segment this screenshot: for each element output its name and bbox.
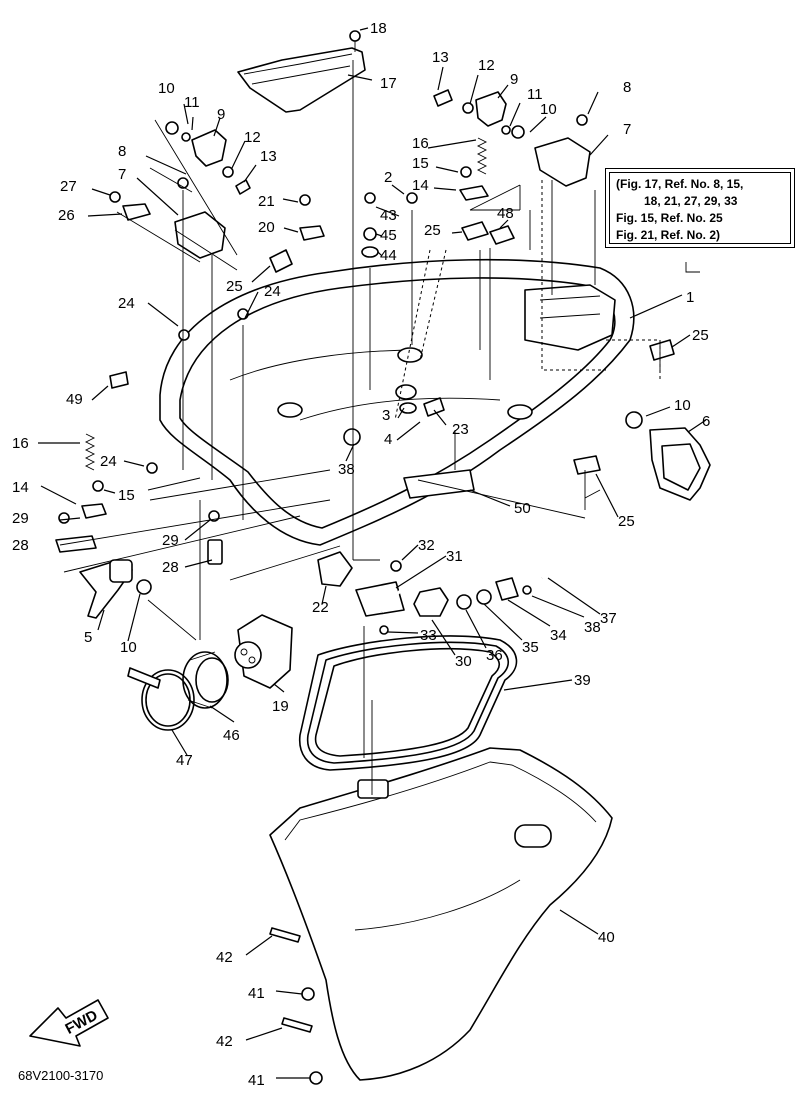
lever-part xyxy=(79,559,133,619)
callout-8: 8 xyxy=(118,143,126,160)
note-line: (Fig. 17, Ref. No. 8, 15, xyxy=(616,177,744,191)
callout-14: 14 xyxy=(12,479,29,496)
note-line: 18, 21, 27, 29, 33 xyxy=(644,194,738,208)
callout-8: 8 xyxy=(623,79,631,96)
callout-11: 11 xyxy=(527,86,543,103)
callout-46: 46 xyxy=(223,727,240,744)
callout-18: 18 xyxy=(370,20,387,37)
callout-24: 24 xyxy=(100,453,117,470)
callout-40: 40 xyxy=(598,929,615,946)
callout-3: 3 xyxy=(382,407,390,424)
callout-12: 12 xyxy=(478,57,495,74)
callout-10: 10 xyxy=(120,639,137,656)
callout-42: 42 xyxy=(216,1033,233,1050)
callout-22: 22 xyxy=(312,599,329,616)
callout-13: 13 xyxy=(260,148,277,165)
callout-48: 48 xyxy=(497,205,514,222)
callout-19: 19 xyxy=(272,698,289,715)
callout-30: 30 xyxy=(455,653,472,670)
hose-clamp-part xyxy=(127,667,195,731)
callout-15: 15 xyxy=(412,155,429,172)
callout-33: 33 xyxy=(420,627,437,644)
callout-31: 31 xyxy=(446,548,463,565)
callout-41: 41 xyxy=(248,985,265,1002)
callout-25: 25 xyxy=(692,327,709,344)
callout-14: 14 xyxy=(412,177,429,194)
forward-arrow-icon: FWD xyxy=(29,999,109,1047)
callout-12: 12 xyxy=(244,129,261,146)
callout-41: 41 xyxy=(248,1072,265,1089)
rubber-seal-part xyxy=(298,635,518,771)
small-hardware-parts xyxy=(55,89,675,1085)
callout-27: 27 xyxy=(60,178,77,195)
bracket-part xyxy=(649,427,711,501)
callout-37: 37 xyxy=(600,610,617,627)
bottom-cowling-part xyxy=(159,258,635,546)
callout-labels: 18 17 13 12 9 11 10 8 7 10 11 9 12 13 8 … xyxy=(12,20,710,1089)
callout-25: 25 xyxy=(618,513,635,530)
callout-28: 28 xyxy=(162,559,179,576)
callout-21: 21 xyxy=(258,193,275,210)
callout-15: 15 xyxy=(118,487,135,504)
callout-38: 38 xyxy=(338,461,355,478)
callout-25: 25 xyxy=(226,278,243,295)
callout-2: 2 xyxy=(384,169,392,186)
callout-44: 44 xyxy=(380,247,397,264)
callout-10: 10 xyxy=(158,80,175,97)
remote-control-box-part xyxy=(234,614,293,689)
callout-49: 49 xyxy=(66,391,83,408)
callout-29: 29 xyxy=(162,532,179,549)
callout-45: 45 xyxy=(380,227,397,244)
note-line: Fig. 21, Ref. No. 2) xyxy=(616,228,721,242)
diagram-code: 68V2100-3170 xyxy=(18,1068,104,1083)
callout-10: 10 xyxy=(540,101,557,118)
callout-16: 16 xyxy=(412,135,429,152)
callout-35: 35 xyxy=(522,639,539,656)
callout-11: 11 xyxy=(184,94,200,111)
callout-6: 6 xyxy=(702,413,710,430)
callout-7: 7 xyxy=(623,121,631,138)
callout-20: 20 xyxy=(258,219,275,236)
callout-38: 38 xyxy=(584,619,601,636)
callout-7: 7 xyxy=(118,166,126,183)
cover-plate-part xyxy=(237,30,366,113)
callout-13: 13 xyxy=(432,49,449,66)
callout-43: 43 xyxy=(380,207,397,224)
callout-36: 36 xyxy=(486,647,503,664)
callout-39: 39 xyxy=(574,672,591,689)
callout-16: 16 xyxy=(12,435,29,452)
callout-10: 10 xyxy=(674,397,691,414)
callout-9: 9 xyxy=(217,106,225,123)
callout-47: 47 xyxy=(176,752,193,769)
reference-note-box: (Fig. 17, Ref. No. 8, 15, 18, 21, 27, 29… xyxy=(605,168,795,248)
callout-25: 25 xyxy=(424,222,441,239)
callout-32: 32 xyxy=(418,537,435,554)
callout-5: 5 xyxy=(84,629,92,646)
callout-28: 28 xyxy=(12,537,29,554)
leader-lines xyxy=(38,27,707,1079)
note-line: Fig. 15, Ref. No. 25 xyxy=(616,211,723,225)
callout-29: 29 xyxy=(12,510,29,527)
callout-4: 4 xyxy=(384,431,392,448)
callout-1: 1 xyxy=(686,289,694,306)
lower-cowling-part xyxy=(269,747,613,1081)
callout-42: 42 xyxy=(216,949,233,966)
callout-24: 24 xyxy=(118,295,135,312)
callout-24: 24 xyxy=(264,283,281,300)
callout-50: 50 xyxy=(514,500,531,517)
callout-26: 26 xyxy=(58,207,75,224)
callout-23: 23 xyxy=(452,421,469,438)
callout-9: 9 xyxy=(510,71,518,88)
callout-34: 34 xyxy=(550,627,567,644)
callout-17: 17 xyxy=(380,75,397,92)
